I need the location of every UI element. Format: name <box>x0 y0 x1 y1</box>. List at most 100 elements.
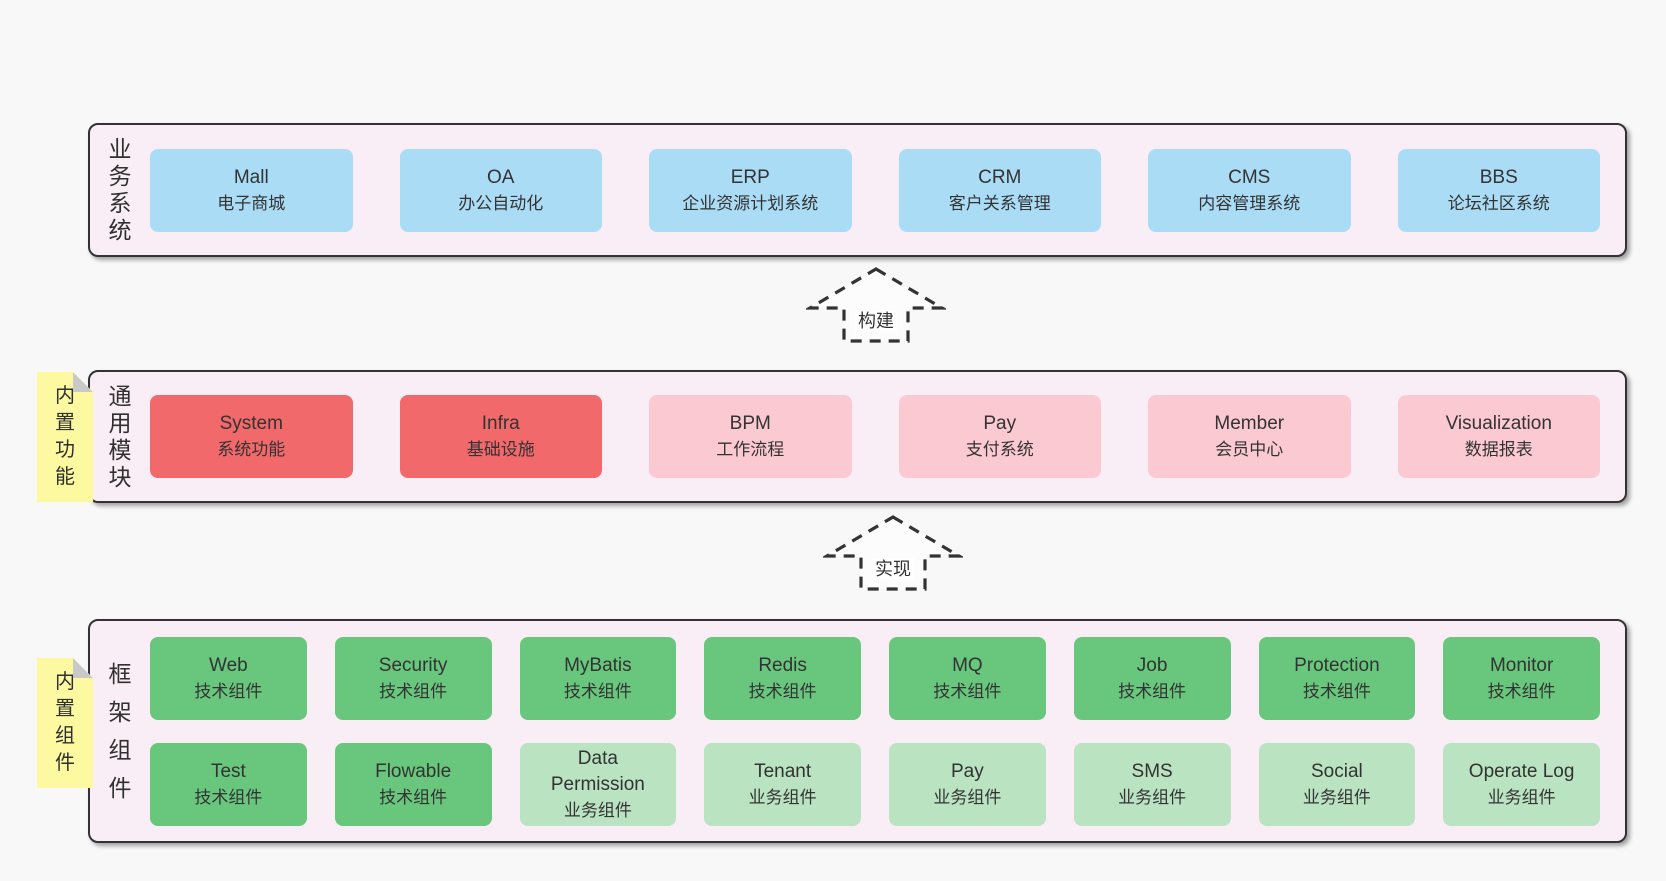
box-title: Protection <box>1294 654 1380 676</box>
box-title: Test <box>210 760 246 782</box>
box-subtitle: 业务组件 <box>563 800 632 820</box>
box-subtitle: 技术组件 <box>748 681 817 701</box>
box-subtitle: 系统功能 <box>217 440 286 459</box>
box-title: BPM <box>729 413 771 434</box>
box-title: ERP <box>730 166 770 188</box>
framework-components-box-data-permission: Data Permission 业务组件 <box>519 742 677 826</box>
box-subtitle: 企业资源计划系统 <box>682 193 819 213</box>
box-title: Social <box>1311 760 1363 782</box>
implement-arrow-up-icon: 实现 <box>823 514 963 592</box>
box-title: Member <box>1214 413 1285 434</box>
sticky-note-built-in-functions: 内置功能 <box>37 372 93 502</box>
box-subtitle: 会员中心 <box>1215 440 1284 459</box>
box-title: BBS <box>1479 166 1518 188</box>
box-subtitle: 技术组件 <box>1118 681 1187 701</box>
box-subtitle: 技术组件 <box>379 787 448 807</box>
business-systems-box-erp: ERP 企业资源计划系统 <box>649 148 852 232</box>
framework-components-box-pay: Pay 业务组件 <box>889 742 1046 826</box>
box-title: OA <box>487 166 515 188</box>
arrow-label: 实现 <box>872 558 914 580</box>
common-modules-box-system: System 系统功能 <box>150 395 353 478</box>
layer-label-business: 业务系统 <box>108 136 132 243</box>
box-subtitle: 业务组件 <box>748 787 817 807</box>
box-title: Pay <box>951 760 984 782</box>
box-title: Security <box>378 654 448 676</box>
box-subtitle: 业务组件 <box>1487 787 1556 807</box>
box-title: Mall <box>233 166 269 188</box>
box-subtitle: 技术组件 <box>1302 681 1371 701</box>
box-subtitle: 客户关系管理 <box>948 193 1051 213</box>
framework-components-box-tenant: Tenant 业务组件 <box>704 742 861 826</box>
box-title: Web <box>209 654 248 676</box>
box-title: MQ <box>952 654 983 676</box>
box-subtitle: 业务组件 <box>933 787 1002 807</box>
framework-components-box-flowable: Flowable 技术组件 <box>334 742 492 826</box>
box-subtitle: 论坛社区系统 <box>1447 193 1550 213</box>
box-title: System <box>219 413 283 434</box>
framework-components-box-security: Security 技术组件 <box>334 636 492 720</box>
common-modules-box-visualization: Visualization 数据报表 <box>1397 395 1600 478</box>
layer-label-components: 框架组件 <box>108 661 132 801</box>
framework-components-box-social: Social 业务组件 <box>1258 742 1416 826</box>
framework-components-box-web: Web 技术组件 <box>150 636 307 720</box>
common-modules-box-member: Member 会员中心 <box>1148 395 1351 478</box>
framework-components-box-mybatis: MyBatis 技术组件 <box>519 636 677 720</box>
box-title: SMS <box>1131 760 1173 782</box>
box-title: Operate Log <box>1468 760 1575 782</box>
box-subtitle: 内容管理系统 <box>1198 193 1301 213</box>
framework-components-box-mq: MQ 技术组件 <box>889 636 1046 720</box>
business-systems-box-oa: OA 办公自动化 <box>399 148 602 232</box>
box-subtitle: 电子商城 <box>217 193 286 213</box>
box-subtitle: 技术组件 <box>194 681 263 701</box>
box-title: MyBatis <box>564 654 632 676</box>
sticky-note-built-in-components: 内置组件 <box>37 658 93 788</box>
business-systems-box-mall: Mall 电子商城 <box>150 148 353 232</box>
box-subtitle: 技术组件 <box>1487 681 1556 701</box>
box-subtitle: 办公自动化 <box>458 193 544 213</box>
box-subtitle: 数据报表 <box>1464 440 1533 459</box>
box-subtitle: 技术组件 <box>563 681 632 701</box>
build-arrow-up-icon: 构建 <box>806 266 946 344</box>
framework-components-box-redis: Redis 技术组件 <box>704 636 861 720</box>
box-subtitle: 技术组件 <box>194 787 263 807</box>
common-modules-box-bpm: BPM 工作流程 <box>649 395 852 478</box>
box-title: Data Permission <box>550 747 645 795</box>
box-title: Redis <box>758 654 807 676</box>
box-title: Pay <box>983 413 1017 434</box>
box-subtitle: 工作流程 <box>716 440 785 459</box>
box-subtitle: 技术组件 <box>379 681 448 701</box>
box-subtitle: 业务组件 <box>1302 787 1371 807</box>
box-subtitle: 技术组件 <box>933 681 1002 701</box>
layer-label-modules: 通用模块 <box>108 382 132 490</box>
framework-components-box-protection: Protection 技术组件 <box>1258 636 1416 720</box>
framework-components-box-monitor: Monitor 技术组件 <box>1443 636 1600 720</box>
sticky-note-text: 内置组件 <box>55 671 75 774</box>
framework-components-box-sms: SMS 业务组件 <box>1073 742 1231 826</box>
framework-components-box-test: Test 技术组件 <box>150 742 307 826</box>
box-title: Infra <box>481 413 520 434</box>
common-modules-box-pay: Pay 支付系统 <box>898 395 1101 478</box>
business-systems-box-bbs: BBS 论坛社区系统 <box>1397 148 1600 232</box>
box-subtitle: 业务组件 <box>1118 787 1187 807</box>
framework-components-box-operate-log: Operate Log 业务组件 <box>1443 742 1600 826</box>
box-title: Monitor <box>1489 654 1554 676</box>
box-title: Visualization <box>1445 413 1552 434</box>
box-title: Tenant <box>754 760 812 782</box>
sticky-note-text: 内置功能 <box>55 385 75 488</box>
box-title: Flowable <box>375 760 452 782</box>
box-subtitle: 支付系统 <box>965 440 1034 459</box>
